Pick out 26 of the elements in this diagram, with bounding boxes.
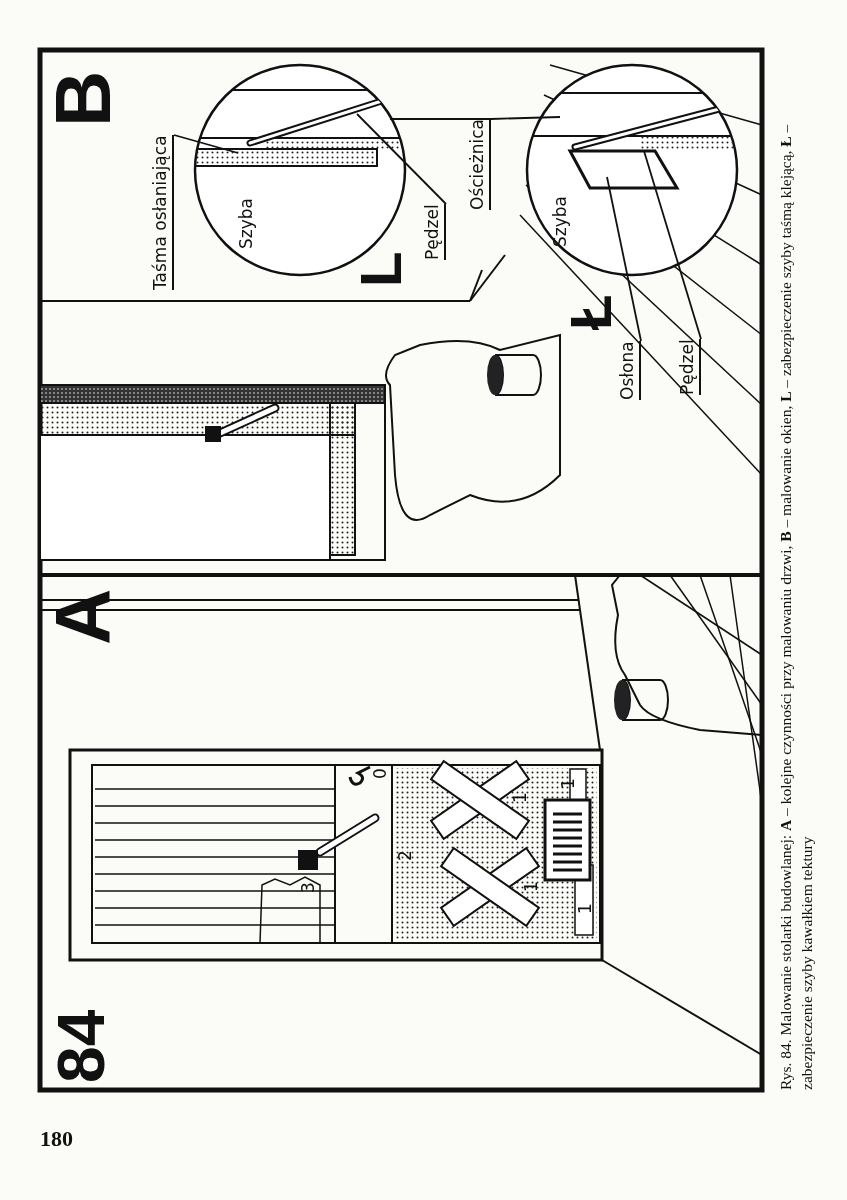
- step-number: 0: [372, 768, 389, 779]
- step-number: 1: [577, 903, 594, 914]
- step-number: 1: [523, 881, 540, 892]
- part-label: Szyba: [552, 196, 569, 247]
- figure-caption: Rys. 84. Malowanie stolarki budowlanej: A – kolejne czynności przy malowaniu drzwi, B – malowanie okien, L – zabezpieczenie szyby taśmą klejącą, Ł – zabezpieczenie szyby kawałkiem tektury: [776, 123, 816, 1090]
- figure-number: 84: [48, 1009, 114, 1083]
- panel-letter: B: [44, 70, 122, 127]
- detail-letter: L: [352, 251, 410, 287]
- leader-line: [606, 176, 642, 342]
- leader-line: [173, 134, 239, 154]
- part-label: Taśma osłaniająca: [150, 135, 174, 290]
- page-number: 180: [40, 1128, 73, 1150]
- detail-letter: Ł: [562, 294, 620, 330]
- leader-line: [389, 118, 492, 120]
- step-number: 2: [397, 850, 414, 861]
- leader-line: [490, 116, 561, 120]
- part-label: Osłona: [617, 341, 641, 400]
- leader-line: [356, 113, 447, 205]
- part-label: Szyba: [238, 198, 255, 249]
- step-number: 3: [300, 882, 317, 893]
- part-label: Pędzel: [677, 339, 701, 395]
- part-label: Pędzel: [422, 204, 446, 260]
- step-number: 1: [560, 778, 577, 789]
- leader-line: [643, 150, 702, 340]
- part-label: Ościeżnica: [467, 119, 491, 210]
- step-number: 1: [512, 792, 529, 803]
